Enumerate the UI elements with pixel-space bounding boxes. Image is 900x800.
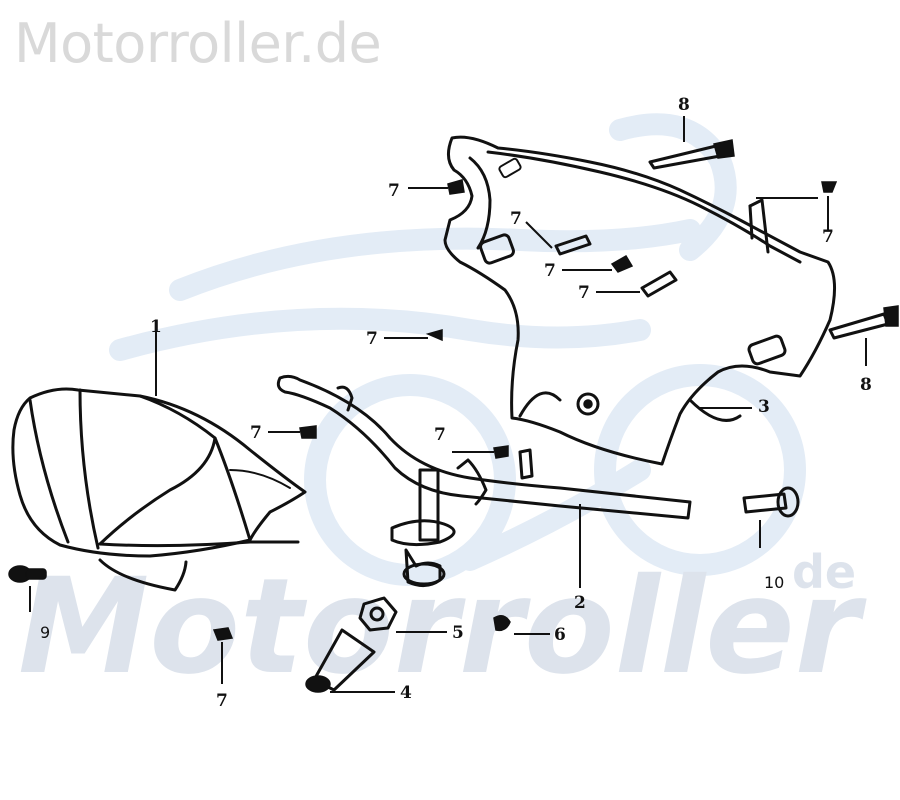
callout-7e: 7 [366,329,378,349]
callout-8b: 8 [860,375,872,395]
callout-7d: 7 [578,283,590,303]
part-7-screws [212,179,838,684]
callout-7i: 7 [822,227,834,247]
callout-7g: 7 [434,425,446,445]
callout-8a: 8 [678,95,690,115]
part-8-screws [648,116,899,366]
site-title: Motorroller.de [14,12,382,75]
watermark-suffix: de [792,545,856,599]
callout-7b: 7 [510,209,522,229]
part-9-screw [8,565,47,612]
callout-9: 9 [40,623,50,642]
callout-6: 6 [554,625,566,645]
callout-3: 3 [758,397,770,417]
part-10-bolt [742,486,800,548]
callout-1: 1 [150,317,162,337]
watermark-brand: Motorroller [18,550,867,704]
callout-7h: 7 [216,691,228,711]
callout-4: 4 [400,683,412,703]
part-3-rear-handlebar-cover [443,135,836,466]
callout-5: 5 [452,623,464,643]
part-1-headlight-cover [11,387,307,592]
part-5-nut [358,596,447,633]
part-2-handlebar [276,374,692,587]
callout-7a: 7 [388,181,400,201]
callout-7f: 7 [250,423,262,443]
callout-7c: 7 [544,261,556,281]
callout-10: 10 [764,573,784,592]
part-6-clip [493,615,550,635]
watermark-scooter-logo [109,113,806,586]
callout-2: 2 [574,593,586,613]
part-4-bolt [305,628,395,693]
